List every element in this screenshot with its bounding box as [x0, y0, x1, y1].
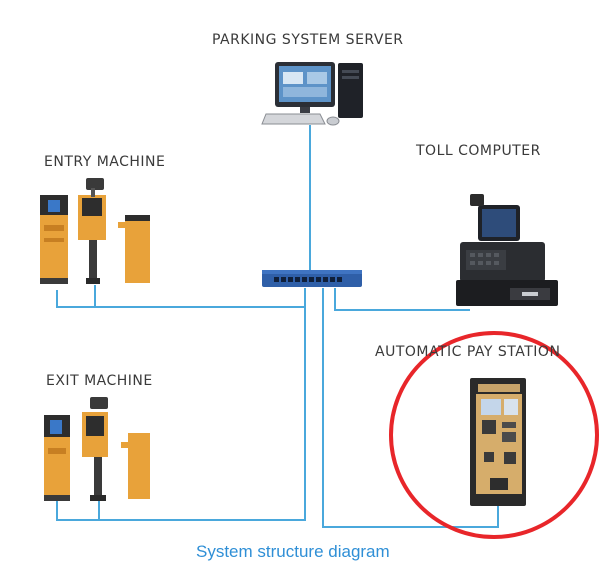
- exit-to-switch-line: [56, 288, 306, 521]
- diagram-caption: System structure diagram: [196, 542, 390, 561]
- pay-to-switch-line: [322, 288, 499, 528]
- network-switch-icon: [262, 270, 362, 287]
- server-computer-icon: [261, 62, 363, 126]
- entry-label: ENTRY MACHINE: [44, 154, 166, 170]
- network-connections: [56, 125, 499, 528]
- server-label: PARKING SYSTEM SERVER: [212, 32, 404, 48]
- toll-to-switch-line: [334, 288, 470, 311]
- highlight-circle: [389, 331, 599, 539]
- exit-machine-icon: [44, 397, 150, 501]
- exit-label: EXIT MACHINE: [46, 373, 153, 389]
- pay-station-icon: [470, 378, 526, 506]
- toll-label: TOLL COMPUTER: [416, 143, 541, 159]
- toll-computer-icon: [456, 194, 558, 306]
- pay-station-label: AUTOMATIC PAY STATION: [375, 344, 561, 360]
- entry-machine-icon: [40, 178, 150, 284]
